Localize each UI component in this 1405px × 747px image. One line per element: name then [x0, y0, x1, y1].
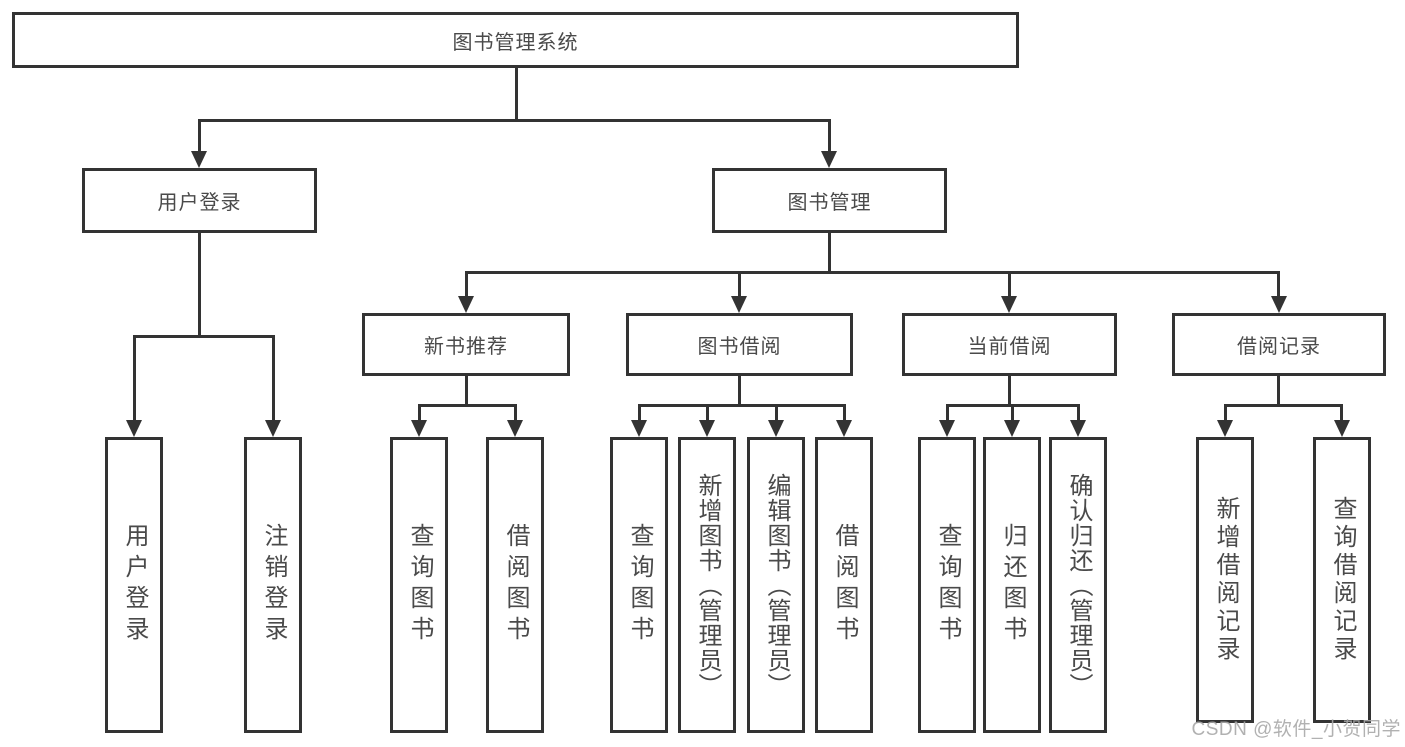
connector-line — [1277, 271, 1280, 300]
node-label: 新书推荐 — [424, 336, 508, 358]
arrow-down-icon — [1334, 420, 1350, 437]
connector-line — [843, 404, 846, 424]
node-leaf-query-books-current: 查询图书 — [918, 437, 976, 733]
arrow-down-icon — [836, 420, 852, 437]
node-label: 当前借阅 — [967, 336, 1052, 358]
connector-line — [828, 119, 831, 153]
node-label: 查询图书 — [626, 523, 653, 647]
connector-line — [1077, 404, 1080, 424]
node-label: 新增借阅记录 — [1212, 496, 1239, 664]
connector-line — [946, 404, 949, 424]
node-leaf-add-books-admin: 新增图书（管理员） — [678, 437, 736, 733]
connector-line — [828, 233, 831, 273]
connector-line — [133, 335, 136, 422]
connector-line — [738, 376, 741, 406]
node-leaf-borrow-books-recommend: 借阅图书 — [486, 437, 544, 733]
connector-line — [738, 271, 741, 300]
connector-line — [638, 404, 641, 424]
node-user-login: 用户登录 — [82, 168, 317, 233]
node-leaf-query-books-recommend: 查询图书 — [390, 437, 448, 733]
arrow-down-icon — [699, 420, 715, 437]
node-label: 编辑图书（管理员） — [763, 472, 790, 698]
node-label: 注销登录 — [260, 523, 287, 647]
arrow-down-icon — [939, 420, 955, 437]
connector-line — [638, 404, 846, 407]
arrow-down-icon — [1004, 420, 1020, 437]
node-label: 归还图书 — [999, 523, 1026, 647]
node-leaf-return-books: 归还图书 — [983, 437, 1041, 733]
connector-line — [465, 376, 468, 406]
arrow-down-icon — [265, 420, 281, 437]
node-label: 图书管理系统 — [452, 31, 579, 54]
arrow-down-icon — [731, 296, 747, 313]
node-borrowing-records: 借阅记录 — [1172, 313, 1386, 376]
arrow-down-icon — [411, 420, 427, 437]
node-leaf-borrow-books: 借阅图书 — [815, 437, 873, 733]
connector-line — [1224, 404, 1227, 424]
arrow-down-icon — [1001, 296, 1017, 313]
connector-line — [418, 404, 517, 407]
node-book-management: 图书管理 — [712, 168, 947, 233]
arrow-down-icon — [631, 420, 647, 437]
arrow-down-icon — [126, 420, 142, 437]
node-label: 用户登录 — [157, 192, 242, 214]
arrow-down-icon — [507, 420, 523, 437]
connector-line — [465, 271, 468, 300]
node-label: 新增图书（管理员） — [694, 472, 721, 698]
node-leaf-query-books-borrowing: 查询图书 — [610, 437, 668, 733]
node-label: 借阅记录 — [1237, 336, 1321, 358]
node-book-management-system: 图书管理系统 — [12, 12, 1019, 68]
node-leaf-user-login: 用户登录 — [105, 437, 163, 733]
connector-line — [418, 404, 421, 424]
node-book-borrowing: 图书借阅 — [626, 313, 853, 376]
connector-line — [198, 119, 201, 153]
connector-line — [515, 68, 518, 121]
node-label: 图书借阅 — [697, 336, 782, 358]
connector-line — [1008, 376, 1011, 406]
connector-line — [1008, 271, 1011, 300]
node-label: 查询图书 — [406, 523, 433, 647]
connector-line — [133, 335, 275, 338]
node-leaf-edit-books-admin: 编辑图书（管理员） — [747, 437, 805, 733]
arrow-down-icon — [1070, 420, 1086, 437]
connector-line — [465, 271, 1280, 274]
connector-line — [272, 335, 275, 422]
node-leaf-add-borrow-record: 新增借阅记录 — [1196, 437, 1254, 723]
connector-line — [1340, 404, 1343, 424]
arrow-down-icon — [458, 296, 474, 313]
node-label: 确认归还（管理员） — [1065, 472, 1092, 698]
node-label: 借阅图书 — [502, 523, 529, 647]
arrow-down-icon — [768, 420, 784, 437]
node-leaf-query-borrow-record: 查询借阅记录 — [1313, 437, 1371, 723]
connector-line — [1277, 376, 1280, 406]
node-current-borrowing: 当前借阅 — [902, 313, 1117, 376]
node-label: 借阅图书 — [831, 523, 858, 647]
node-leaf-confirm-return-admin: 确认归还（管理员） — [1049, 437, 1107, 733]
node-label: 用户登录 — [121, 523, 148, 647]
arrow-down-icon — [1217, 420, 1233, 437]
node-label: 查询图书 — [934, 523, 961, 647]
arrow-down-icon — [821, 151, 837, 168]
node-leaf-logout: 注销登录 — [244, 437, 302, 733]
connector-line — [706, 404, 709, 424]
node-label: 图书管理 — [787, 192, 872, 214]
node-new-book-recommend: 新书推荐 — [362, 313, 570, 376]
arrow-down-icon — [1271, 296, 1287, 313]
node-label: 查询借阅记录 — [1329, 496, 1356, 664]
connector-line — [198, 233, 201, 337]
connector-line — [514, 404, 517, 424]
connector-line — [198, 119, 831, 122]
connector-line — [1011, 404, 1014, 424]
connector-line — [1224, 404, 1343, 407]
csdn-watermark: CSDN @软件_小贺同学 — [1191, 719, 1401, 740]
connector-line — [775, 404, 778, 424]
arrow-down-icon — [191, 151, 207, 168]
